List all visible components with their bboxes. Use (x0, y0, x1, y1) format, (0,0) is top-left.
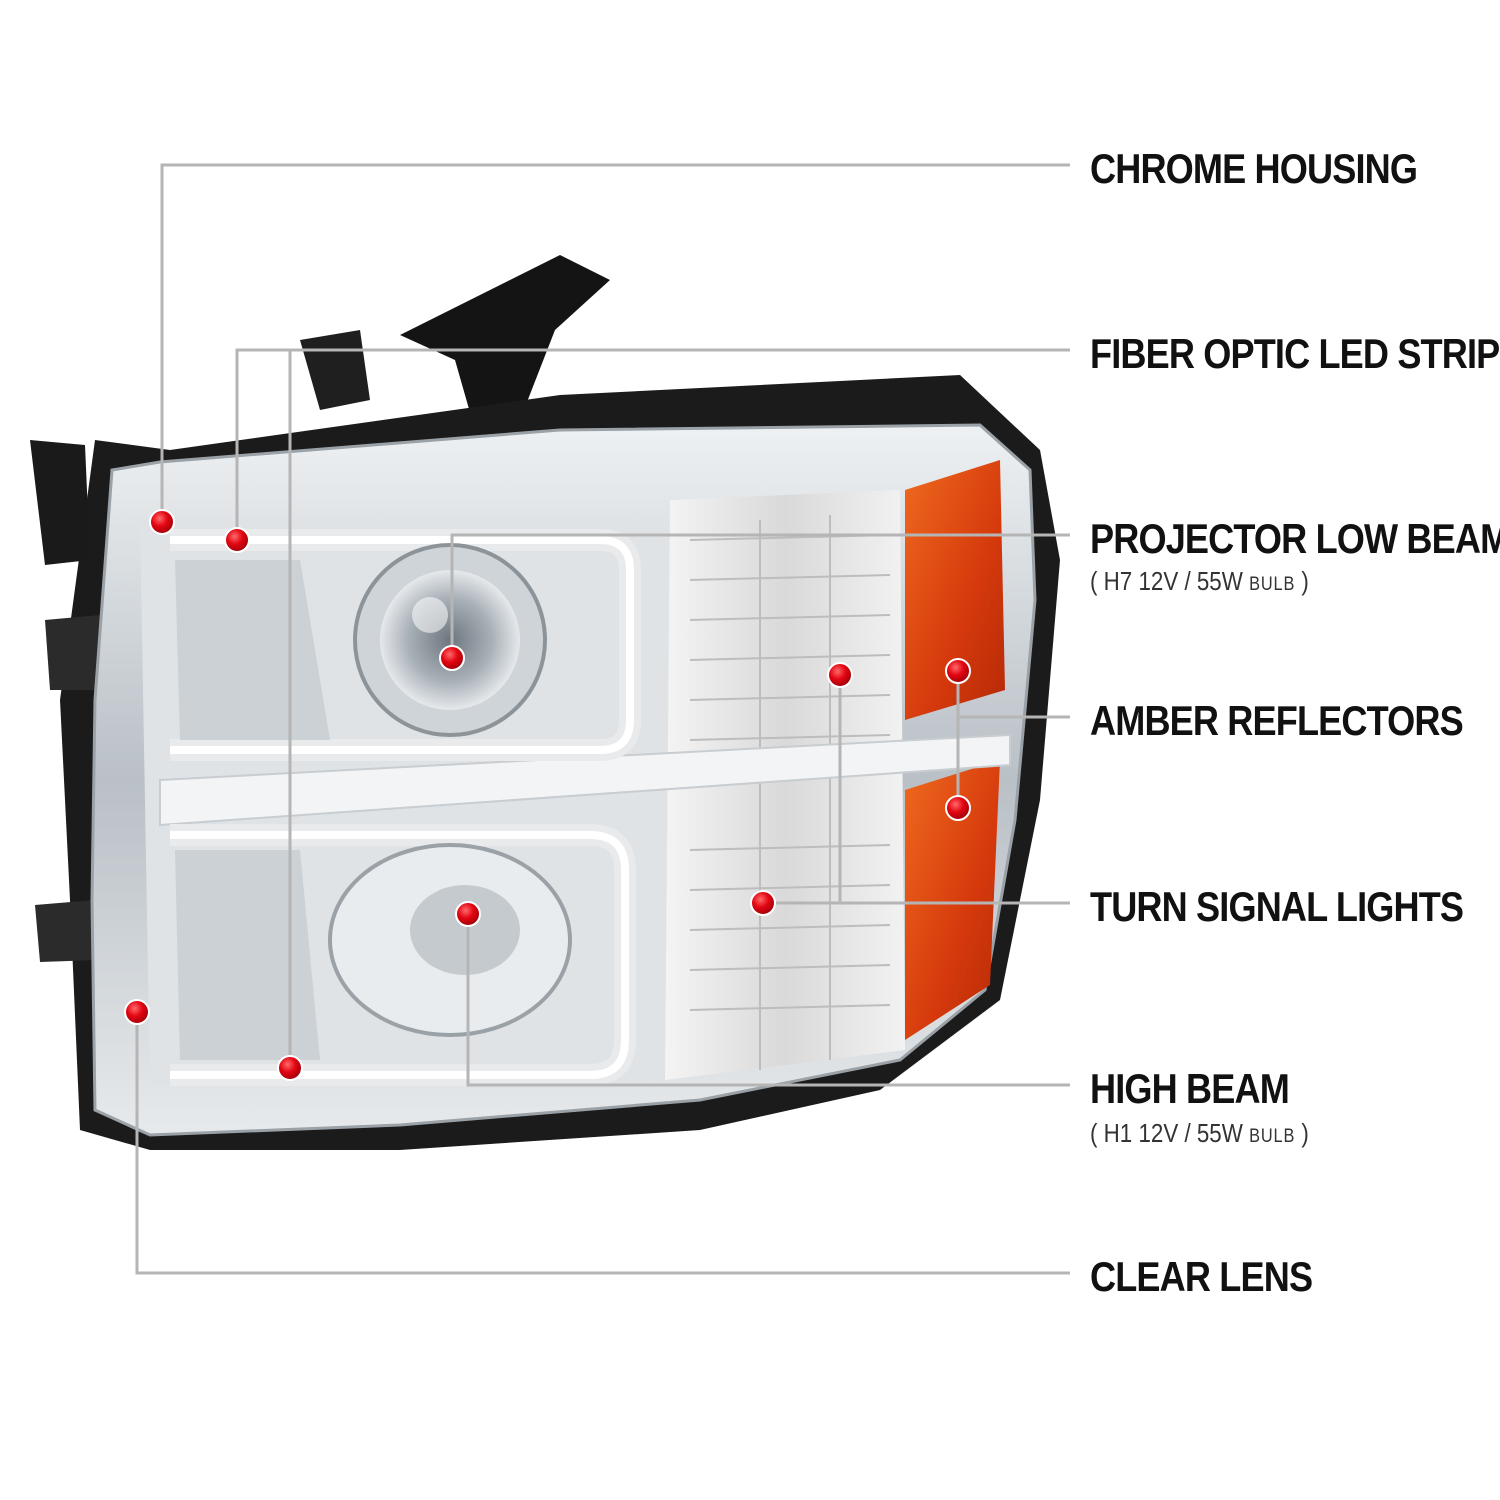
high-beam-bulb-area (410, 885, 520, 975)
leader-projector (450, 533, 1070, 657)
spec-high-beam-values: ( H1 12V / 55W (1090, 1118, 1243, 1148)
spec-high-beam-close: ) (1301, 1118, 1309, 1148)
bracket-tab (300, 330, 370, 410)
label-high-beam: HIGH BEAM (1090, 1065, 1290, 1112)
turn-signal-section (665, 490, 905, 1080)
label-turn-signal-lights: TURN SIGNAL LIGHTS (1090, 883, 1464, 930)
spec-high-beam-unit: BULB (1249, 1126, 1296, 1147)
label-chrome-housing: CHROME HOUSING (1090, 145, 1418, 192)
leader-clear-lens (135, 1012, 1070, 1275)
spec-high-beam: ( H1 12V / 55W BULB ) (1090, 1120, 1309, 1146)
led-strip-lower-glow (170, 831, 629, 1079)
label-fiber-optic-led-strips: FIBER OPTIC LED STRIPS (1090, 330, 1500, 377)
side-clip-low (35, 900, 98, 962)
label-clear-lens: CLEAR LENS (1090, 1253, 1313, 1300)
marker-chrome-housing (149, 509, 175, 535)
marker-fiber-optic-upper (224, 527, 250, 553)
spec-projector-unit: BULB (1249, 574, 1296, 595)
clear-lens-ribs (689, 515, 891, 1070)
spec-projector-values: ( H7 12V / 55W (1090, 566, 1243, 596)
amber-reflector-lower (905, 760, 1000, 1040)
mounting-bracket (400, 255, 610, 430)
leader-high-beam (466, 914, 1070, 1087)
headlight-body (30, 255, 1060, 1150)
markers (124, 509, 971, 1081)
marker-high-beam (455, 901, 481, 927)
marker-clear-lens (124, 999, 150, 1025)
marker-amber-upper (945, 658, 971, 684)
projector-lens-highlight (412, 597, 448, 633)
chrome-divider-bar (159, 733, 1011, 827)
leader-fiber-optic (235, 348, 1070, 538)
label-amber-reflectors: AMBER REFLECTORS (1090, 697, 1464, 744)
side-clip-top (30, 440, 90, 565)
spec-projector-close: ) (1301, 566, 1309, 596)
leader-lines (135, 163, 1070, 1275)
marker-projector (439, 645, 465, 671)
side-clip-mid (45, 615, 105, 690)
amber-reflector-upper (905, 460, 1005, 720)
marker-amber-lower (945, 795, 971, 821)
spec-projector-low-beam: ( H7 12V / 55W BULB ) (1090, 568, 1309, 594)
projector-lens (380, 570, 520, 710)
leader-chrome-housing (160, 163, 1070, 520)
led-strip-upper-glow (170, 536, 634, 754)
inner-reflector-left-low (175, 850, 320, 1060)
marker-fiber-optic-lower (277, 1055, 303, 1081)
marker-turn-signal-lower (750, 890, 776, 916)
marker-turn-signal-upper (827, 662, 853, 688)
label-projector-low-beam: PROJECTOR LOW BEAM (1090, 515, 1500, 562)
